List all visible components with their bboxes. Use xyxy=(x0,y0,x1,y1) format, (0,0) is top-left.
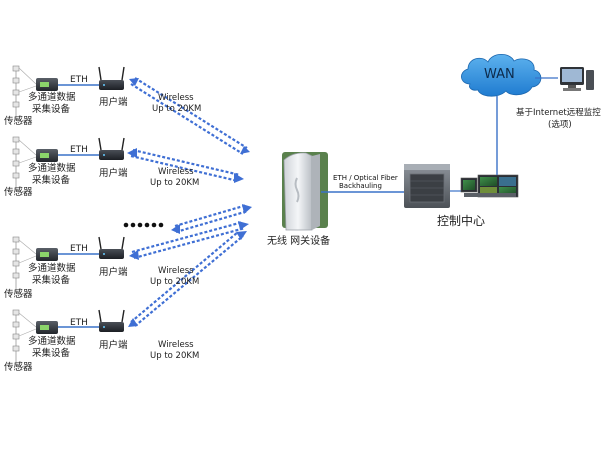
wireless-link-1a xyxy=(134,77,248,149)
backhaul-label-line2: Backhauling xyxy=(339,182,382,190)
control-center-label: 控制中心 xyxy=(437,214,486,228)
wireless-label-line1: Wireless xyxy=(158,93,194,103)
wireless-link-2a xyxy=(132,148,241,177)
branch-2 xyxy=(12,136,125,190)
wan-label: WAN xyxy=(484,67,515,82)
wireless-label-line2: Up to 20KM xyxy=(152,104,202,114)
eth-label: ETH xyxy=(70,145,88,155)
wireless-router-icon xyxy=(98,137,125,160)
wireless-link-2b xyxy=(130,154,239,183)
more-branches-ellipsis xyxy=(123,222,164,228)
wireless-link-5a xyxy=(130,231,239,323)
collector-label-line2: 采集设备 xyxy=(32,348,71,359)
sensor-group-icon xyxy=(12,236,37,292)
wireless-router-icon xyxy=(98,66,125,90)
branch-4 xyxy=(12,309,125,365)
collector-device-icon xyxy=(36,78,58,91)
wireless-label-line2: Up to 20KM xyxy=(150,351,200,361)
remote-pc-icon xyxy=(560,67,594,91)
sensor-label: 传感器 xyxy=(4,362,33,373)
user-terminal-label: 用户端 xyxy=(99,340,128,351)
sensor-group-icon xyxy=(12,136,37,190)
server-rack-icon xyxy=(404,164,450,208)
remote-monitor-label-line2: (选项) xyxy=(548,120,572,130)
wireless-label-line1: Wireless xyxy=(158,266,194,276)
collector-device-icon xyxy=(36,321,58,334)
sensor-group-icon xyxy=(12,309,37,365)
eth-label: ETH xyxy=(70,244,88,254)
collector-label-line1: 多通道数据 xyxy=(28,263,76,274)
wan-cloud-icon xyxy=(461,53,542,97)
wireless-link-1b xyxy=(130,83,244,155)
collector-label-line1: 多通道数据 xyxy=(28,336,76,347)
wireless-link-5b xyxy=(134,235,244,327)
collector-device-icon xyxy=(36,149,58,162)
sensor-label: 传感器 xyxy=(4,289,33,300)
wireless-label-line2: Up to 20KM xyxy=(150,178,200,188)
remote-monitor-label-line1: 基于Internet远程监控 xyxy=(516,108,601,118)
backhaul-label-line1: ETH / Optical Fiber xyxy=(333,174,398,182)
gateway-label: 无线 网关设备 xyxy=(267,236,331,247)
sensor-group-icon xyxy=(12,65,37,120)
eth-label: ETH xyxy=(70,75,88,85)
monitor-wall-icon xyxy=(460,174,519,198)
collector-label-line2: 采集设备 xyxy=(32,104,71,115)
eth-label: ETH xyxy=(70,318,88,328)
user-terminal-label: 用户端 xyxy=(99,97,128,108)
wireless-link-4a xyxy=(131,220,244,254)
wireless-link-3b xyxy=(175,209,249,234)
wireless-router-icon xyxy=(98,236,125,259)
collector-label-line2: 采集设备 xyxy=(32,275,71,286)
wireless-link-4b xyxy=(133,226,246,260)
sensor-label: 传感器 xyxy=(4,116,33,127)
wireless-label-line1: Wireless xyxy=(158,167,194,177)
user-terminal-label: 用户端 xyxy=(99,267,128,278)
wireless-link-3a xyxy=(174,203,248,228)
wireless-arrowheads xyxy=(127,78,252,327)
branch-3 xyxy=(12,236,125,292)
collector-label-line1: 多通道数据 xyxy=(28,92,76,103)
collector-label-line2: 采集设备 xyxy=(32,175,71,186)
user-terminal-label: 用户端 xyxy=(99,168,128,179)
collector-device-icon xyxy=(36,248,58,261)
wireless-label-line2: Up to 20KM xyxy=(150,277,200,287)
wireless-links xyxy=(130,77,249,327)
wireless-label-line1: Wireless xyxy=(158,340,194,350)
wireless-router-icon xyxy=(98,309,125,332)
wireless-gateway-device-icon xyxy=(282,152,328,231)
sensor-label: 传感器 xyxy=(4,187,33,198)
collector-label-line1: 多通道数据 xyxy=(28,163,76,174)
branch-1 xyxy=(12,65,125,120)
